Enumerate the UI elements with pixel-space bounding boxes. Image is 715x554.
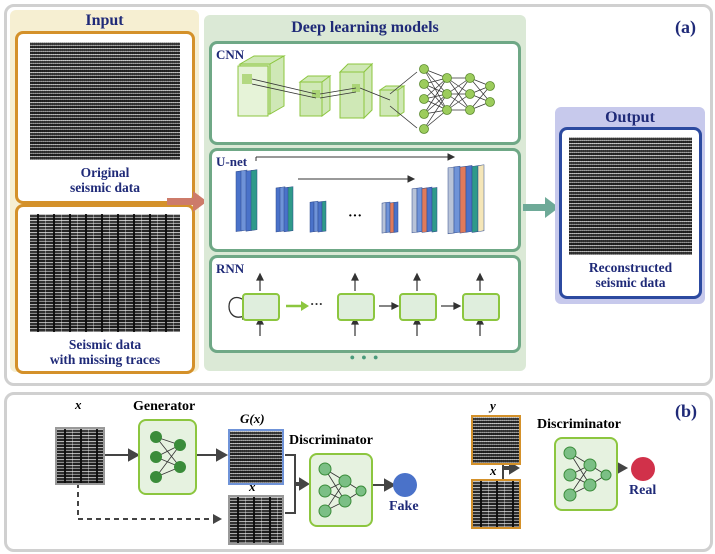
reconstructed-seismic-image — [569, 137, 692, 255]
models-to-output-arrow — [523, 197, 559, 218]
models-title: Deep learning models — [291, 19, 439, 36]
reconstructed-seismic-card: Reconstructed seismic data — [559, 127, 702, 299]
discriminator-network-left — [309, 453, 373, 527]
more-models-dots: ● ● ● — [349, 352, 381, 362]
fake-output-dot — [393, 473, 417, 497]
fake-label: Fake — [389, 499, 419, 514]
right-condition-image — [471, 479, 521, 529]
cnn-label: CNN — [216, 47, 245, 62]
cnn-box: CNN — [209, 41, 521, 145]
discriminator-label-right: Discriminator — [537, 417, 621, 432]
input-section: Input Original seismic data Seismic data… — [10, 10, 199, 374]
unet-diagram — [235, 153, 485, 235]
unet-ellipsis: ··· — [348, 209, 363, 224]
input-to-models-arrow — [167, 191, 207, 212]
gx-label: G(x) — [240, 411, 265, 426]
gan-input-image — [55, 427, 105, 485]
rnn-cell-3 — [399, 293, 437, 321]
gan-condition-image — [228, 495, 284, 545]
output-title: Output — [605, 109, 655, 126]
discriminator-left-nodes — [318, 462, 367, 518]
generator-network — [138, 419, 197, 495]
rnn-box: RNN ··· — [209, 255, 521, 353]
output-section: Output Reconstructed seismic data — [555, 107, 705, 304]
output-caption-line2: seismic data — [595, 275, 666, 290]
rnn-label: RNN — [216, 261, 245, 276]
original-caption-line1: Original — [80, 165, 130, 180]
real-output-dot — [631, 457, 655, 481]
discriminator-network-right — [554, 437, 618, 511]
panel-a: (a) Input Original seismic data Seismic … — [4, 4, 713, 386]
original-seismic-image — [30, 42, 180, 160]
missing-traces-seismic-image — [30, 214, 180, 332]
rnn-cell-2 — [337, 293, 375, 321]
right-x-label: x — [490, 463, 497, 478]
discriminator-label-left: Discriminator — [289, 433, 373, 448]
missing-caption-line1: Seismic data — [68, 337, 142, 352]
missing-caption-line2: with missing traces — [49, 352, 161, 367]
real-label: Real — [629, 483, 657, 498]
rnn-cell-4 — [462, 293, 500, 321]
input-title: Input — [85, 12, 124, 29]
generator-nodes — [150, 431, 186, 483]
right-target-image — [471, 415, 521, 465]
panel-b-label: (b) — [675, 401, 697, 421]
generator-label: Generator — [133, 399, 196, 414]
generated-image — [228, 429, 284, 485]
rnn-cell-1 — [242, 293, 280, 321]
panel-a-label: (a) — [675, 17, 696, 37]
models-section: Deep learning models CNN — [204, 15, 526, 371]
rnn-ellipsis: ··· — [310, 296, 324, 311]
original-seismic-card: Original seismic data — [15, 31, 195, 204]
unet-label: U-net — [216, 154, 248, 169]
missing-seismic-card: Seismic data with missing traces — [15, 204, 195, 374]
original-caption-line2: seismic data — [69, 180, 141, 195]
discriminator-right-nodes — [563, 446, 612, 502]
right-y-label: y — [490, 398, 496, 413]
gan-x-label: x — [75, 397, 82, 412]
cnn-diagram — [237, 55, 495, 134]
panel-b: (b) x Generator G( — [4, 392, 713, 552]
gan-x2-label: x — [249, 479, 256, 494]
unet-box: U-net — [209, 148, 521, 252]
output-caption-line1: Reconstructed — [588, 260, 673, 275]
